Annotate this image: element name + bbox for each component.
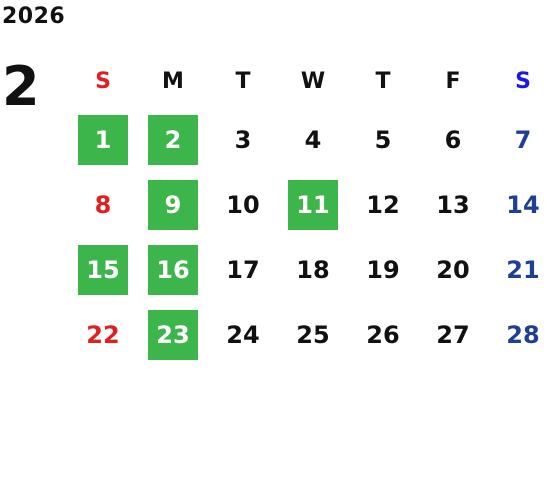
calendar-day-tuesday: 17 [226, 255, 260, 284]
calendar-day-sunday: 8 [94, 190, 112, 219]
calendar-day-cell[interactable]: 22 [68, 302, 138, 367]
calendar-day-cell[interactable]: 16 [138, 237, 208, 302]
calendar-day-cell[interactable]: 26 [348, 302, 418, 367]
calendar-day-cell[interactable]: 9 [138, 172, 208, 237]
calendar-day-sunday: 22 [86, 320, 120, 349]
calendar-day-thursday: 26 [366, 320, 400, 349]
calendar-day-tuesday: 10 [226, 190, 260, 219]
calendar-day-highlighted: 15 [78, 244, 128, 295]
calendar-day-saturday: 7 [514, 125, 532, 154]
calendar-day-cell[interactable]: 6 [418, 107, 488, 172]
calendar-day-wednesday: 25 [296, 320, 330, 349]
calendar-month: 2 [2, 55, 40, 118]
calendar-day-highlighted: 11 [288, 179, 338, 230]
calendar-day-cell[interactable]: 4 [278, 107, 348, 172]
calendar-day-thursday: 5 [374, 125, 392, 154]
weekday-header-tuesday: T [235, 68, 251, 94]
calendar-day-cell[interactable]: 7 [488, 107, 548, 172]
calendar-day-cell[interactable]: 10 [208, 172, 278, 237]
calendar-day-highlighted: 9 [148, 179, 198, 230]
calendar-day-cell[interactable]: 24 [208, 302, 278, 367]
calendar-day-cell[interactable]: 5 [348, 107, 418, 172]
calendar-day-highlighted: 16 [148, 244, 198, 295]
calendar-day-wednesday: 4 [304, 125, 322, 154]
calendar-day-saturday: 21 [506, 255, 540, 284]
calendar-day-cell[interactable]: 19 [348, 237, 418, 302]
calendar-day-cell[interactable]: 18 [278, 237, 348, 302]
calendar-day-cell[interactable]: 25 [278, 302, 348, 367]
calendar-day-cell[interactable]: 15 [68, 237, 138, 302]
calendar-day-cell[interactable]: 1 [68, 107, 138, 172]
calendar-day-saturday: 28 [506, 320, 540, 349]
calendar-day-cell[interactable]: 14 [488, 172, 548, 237]
calendar-day-cell[interactable]: 2 [138, 107, 208, 172]
weekday-header-thursday: T [375, 68, 391, 94]
calendar-day-cell[interactable]: 8 [68, 172, 138, 237]
calendar-day-cell[interactable]: 3 [208, 107, 278, 172]
calendar-day-friday: 27 [436, 320, 470, 349]
calendar-day-cell[interactable]: 11 [278, 172, 348, 237]
calendar-day-saturday: 14 [506, 190, 540, 219]
weekday-header-saturday: S [515, 68, 531, 94]
calendar-day-cell[interactable]: 20 [418, 237, 488, 302]
calendar-day-cell[interactable]: 23 [138, 302, 208, 367]
calendar-day-cell[interactable]: 13 [418, 172, 488, 237]
calendar-day-wednesday: 18 [296, 255, 330, 284]
weekday-header-sunday: S [95, 68, 111, 94]
calendar-day-highlighted: 23 [148, 309, 198, 360]
calendar-day-highlighted: 2 [148, 114, 198, 165]
calendar-day-cell[interactable]: 17 [208, 237, 278, 302]
weekday-header-friday: F [445, 68, 461, 94]
calendar-day-friday: 20 [436, 255, 470, 284]
calendar-day-cell[interactable]: 27 [418, 302, 488, 367]
calendar-day-friday: 6 [444, 125, 462, 154]
calendar-day-thursday: 19 [366, 255, 400, 284]
calendar-day-cell[interactable]: 12 [348, 172, 418, 237]
calendar-day-tuesday: 24 [226, 320, 260, 349]
weekday-header-wednesday: W [300, 68, 326, 94]
weekday-header-monday: M [162, 68, 184, 94]
calendar-day-highlighted: 1 [78, 114, 128, 165]
calendar-day-thursday: 12 [366, 190, 400, 219]
calendar-day-tuesday: 3 [234, 125, 252, 154]
calendar-day-friday: 13 [436, 190, 470, 219]
calendar-year: 2026 [2, 4, 66, 29]
calendar-day-cell[interactable]: 21 [488, 237, 548, 302]
calendar-day-cell[interactable]: 28 [488, 302, 548, 367]
